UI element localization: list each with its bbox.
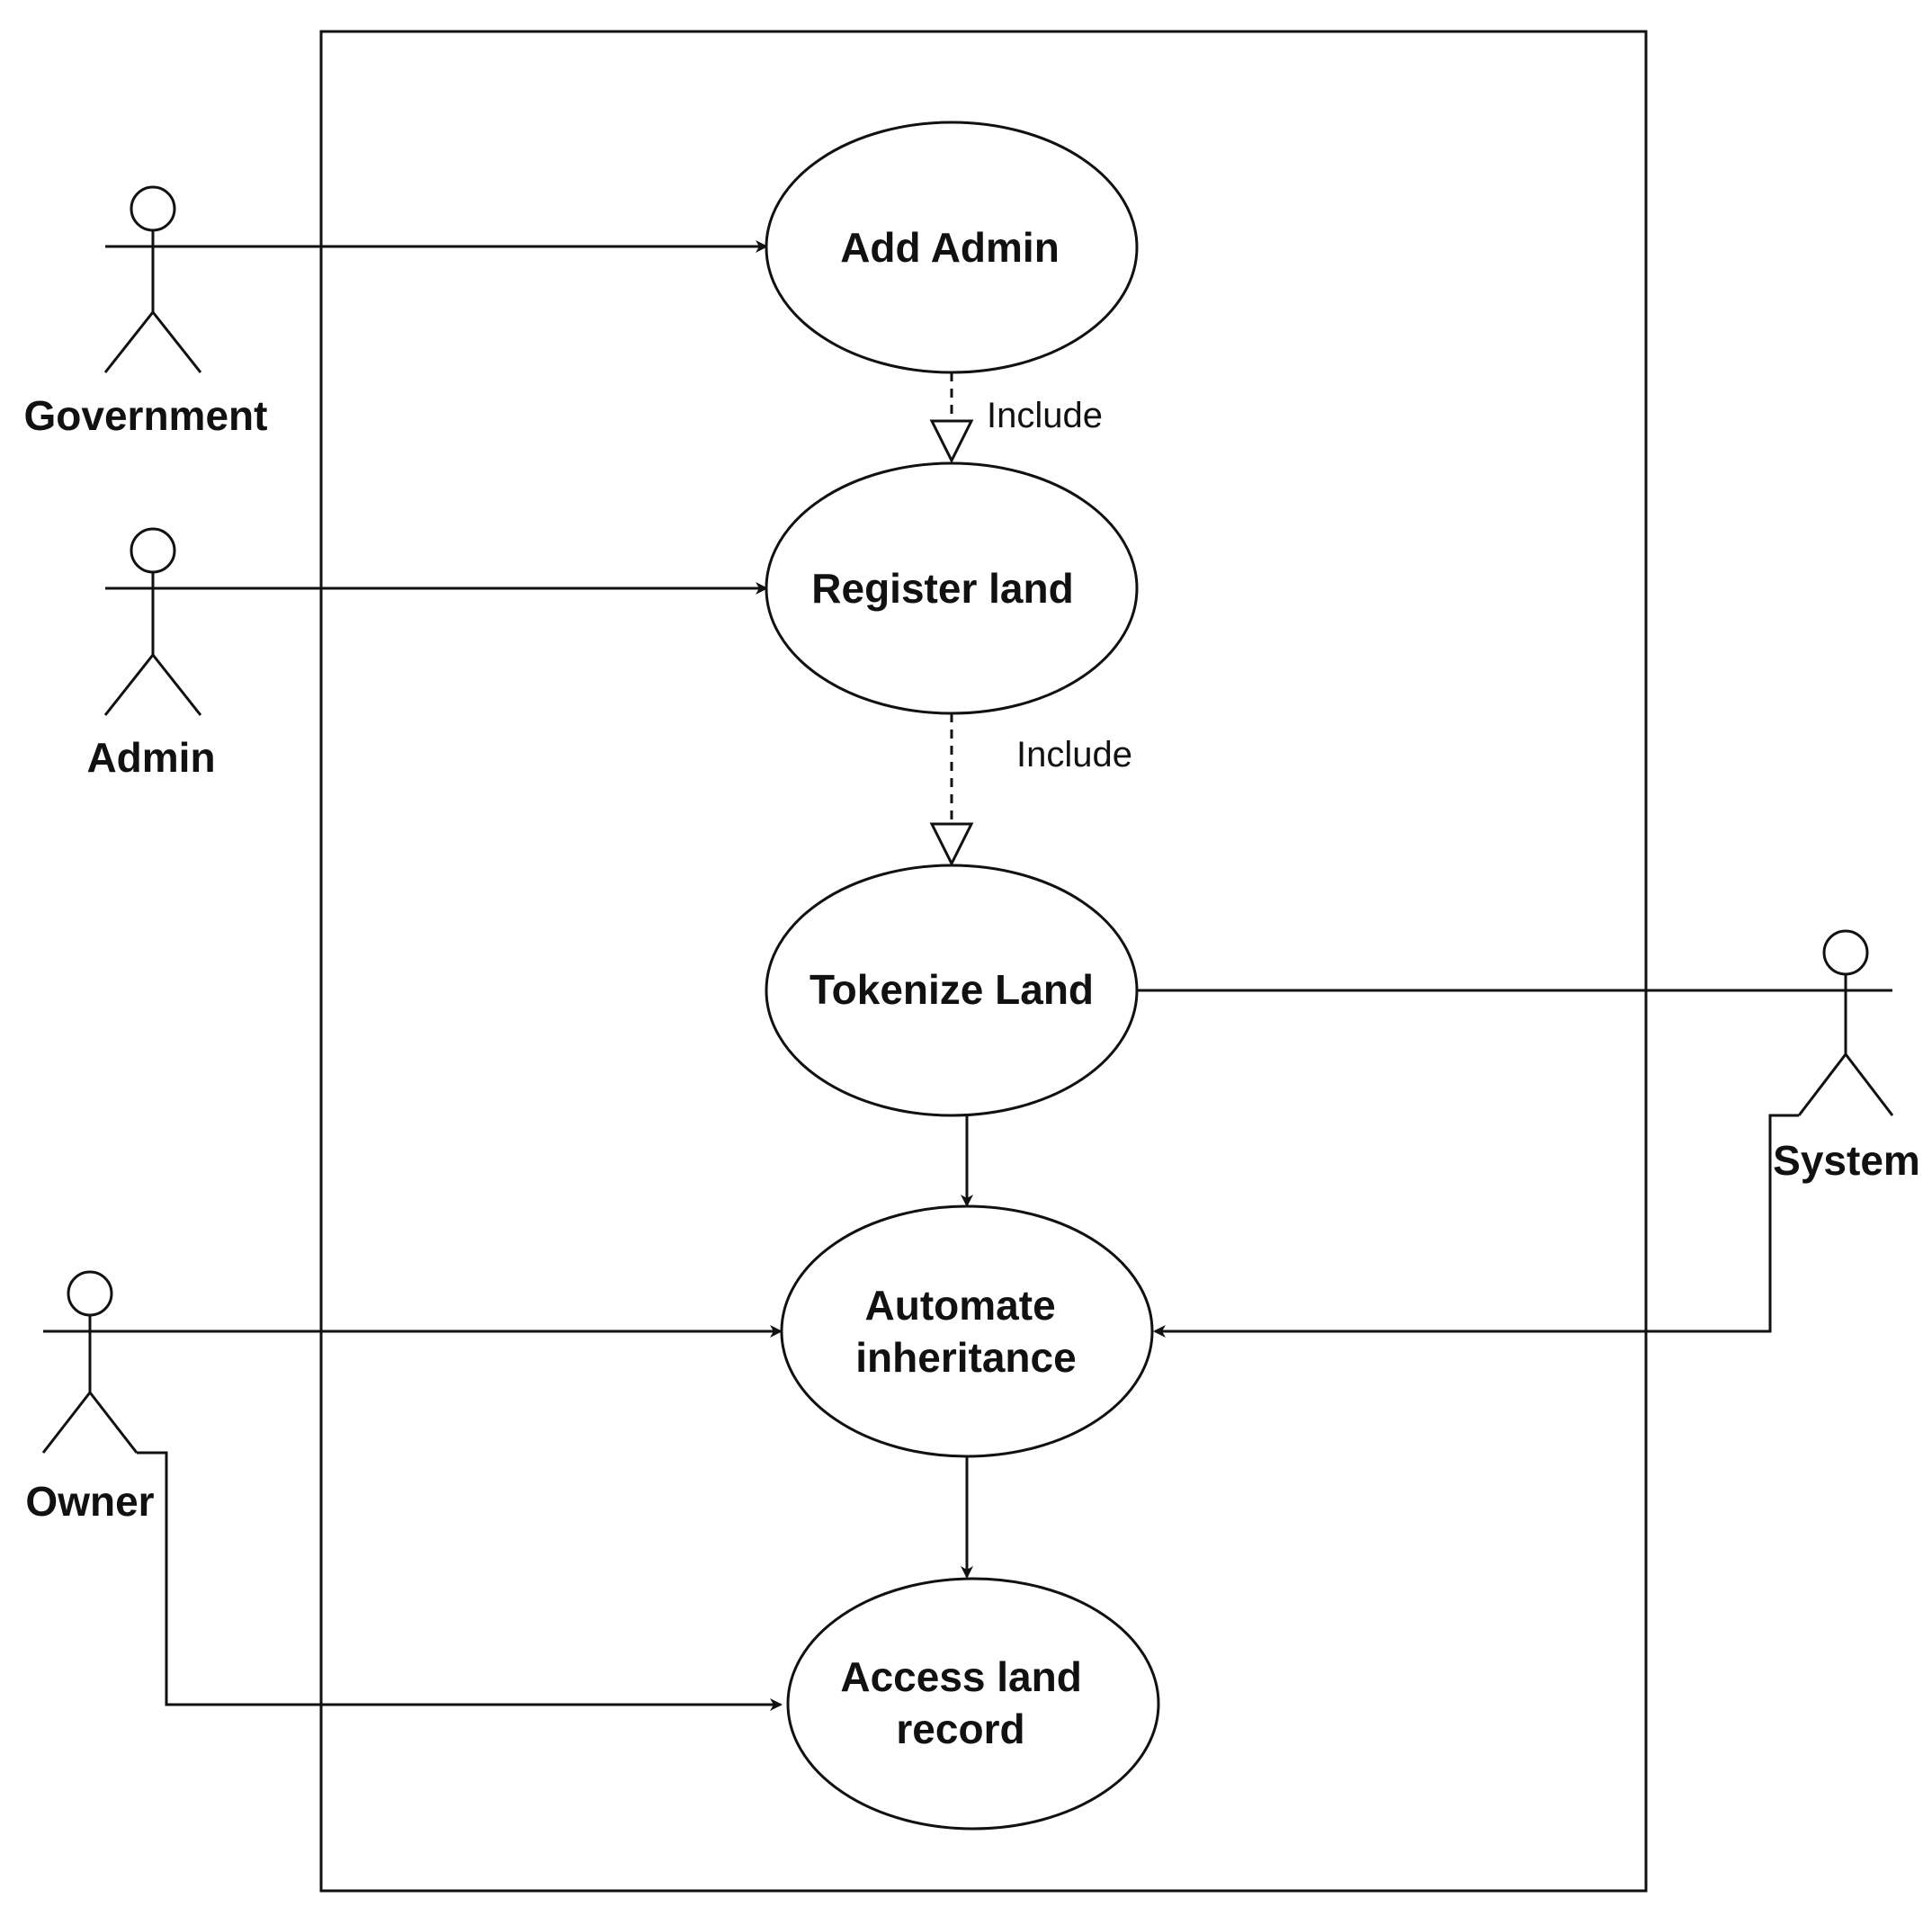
include-label-1: Include — [987, 396, 1103, 435]
use-case-automate-inheritance: Automate inheritance — [780, 1204, 1154, 1458]
stick-figure-icon — [1797, 929, 1894, 1116]
stick-figure-icon — [41, 1270, 139, 1454]
use-case-label-add-admin: Add Admin — [840, 224, 1060, 271]
actor-admin: Admin — [86, 527, 216, 781]
include-relation-1: Include — [929, 372, 1103, 464]
use-case-label-access-land-record: Access land record — [840, 1653, 1093, 1752]
use-case-register-land: Register land — [765, 461, 1139, 715]
association-system-automate-inheritance — [1153, 1114, 1799, 1338]
actor-label-system: System — [1773, 1137, 1920, 1184]
use-case-add-admin: Add Admin — [765, 121, 1139, 374]
use-case-label-register-land: Register land — [811, 565, 1073, 612]
hollow-triangle-icon — [929, 419, 974, 464]
association-owner-access-land-record — [137, 1451, 783, 1711]
include-relation-2: Include — [929, 713, 1132, 867]
actor-system: System — [1773, 929, 1920, 1184]
use-case-label-tokenize-land: Tokenize Land — [809, 966, 1094, 1013]
use-case-tokenize-land: Tokenize Land — [765, 864, 1139, 1117]
use-case-access-land-record: Access land record — [786, 1577, 1160, 1831]
hollow-triangle-icon — [929, 822, 974, 867]
actor-government: Government — [24, 185, 268, 439]
actor-owner: Owner — [25, 1270, 155, 1525]
system-boundary — [319, 30, 1648, 1893]
actor-label-admin: Admin — [86, 734, 215, 781]
actor-label-government: Government — [24, 392, 268, 439]
include-label-2: Include — [1016, 735, 1132, 774]
actor-label-owner: Owner — [25, 1478, 154, 1525]
stick-figure-icon — [103, 527, 202, 716]
stick-figure-icon — [103, 185, 202, 373]
use-case-label-automate-inheritance: Automate inheritance — [855, 1282, 1076, 1381]
